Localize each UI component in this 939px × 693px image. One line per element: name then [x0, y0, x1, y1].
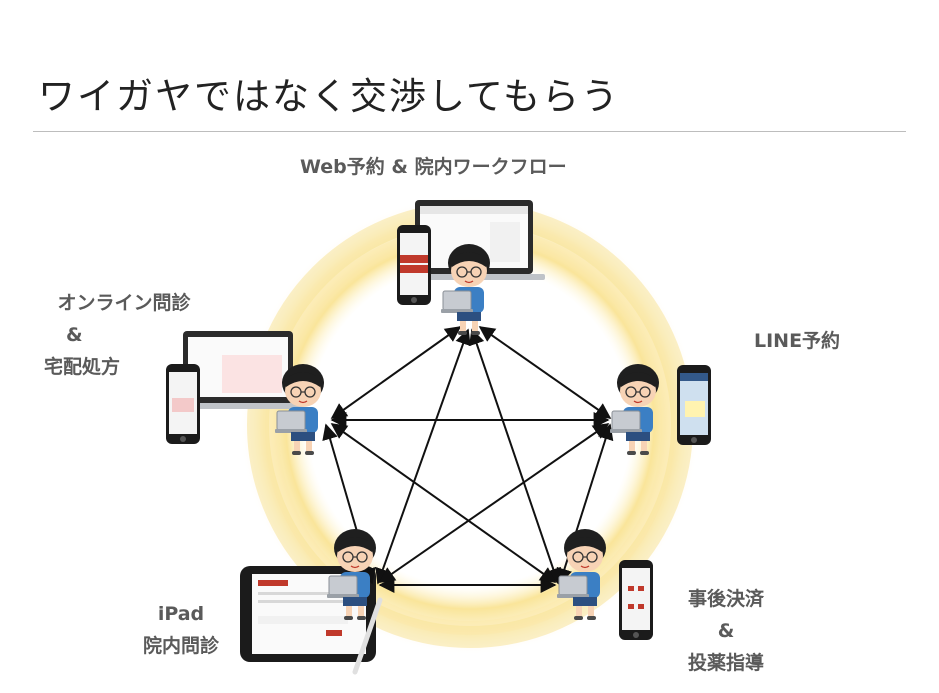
- phone-icon: [166, 364, 200, 444]
- phone-icon: [397, 225, 431, 305]
- label-line-reservation: LINE予約: [754, 330, 841, 352]
- label-line: 投薬指導: [687, 652, 764, 674]
- label-line: 院内問診: [142, 635, 219, 657]
- label-line: 事後決済: [687, 588, 764, 610]
- label-post-payment: 事後決済 & 投薬指導: [668, 583, 784, 679]
- slide-title: ワイガヤではなく交渉してもらう: [38, 75, 621, 118]
- label-online-consultation: オンライン問診 & 宅配処方: [44, 287, 204, 383]
- label-line: &: [717, 620, 735, 642]
- arrow-right-bottomleft: [378, 423, 610, 583]
- laptop-icon: [173, 331, 303, 409]
- label-web-reservation: Web予約 & 院内ワークフロー: [300, 156, 567, 178]
- phone-icon: [619, 560, 653, 640]
- label-line: &: [66, 324, 83, 346]
- connection-arrows: [322, 326, 614, 593]
- label-ipad-consultation: iPad 院内問診: [126, 598, 236, 662]
- label-line: iPad: [157, 603, 205, 625]
- title-divider: [33, 131, 906, 132]
- label-line: オンライン問診: [57, 292, 191, 314]
- label-line: 宅配処方: [44, 356, 121, 378]
- phone-icon: [677, 365, 711, 445]
